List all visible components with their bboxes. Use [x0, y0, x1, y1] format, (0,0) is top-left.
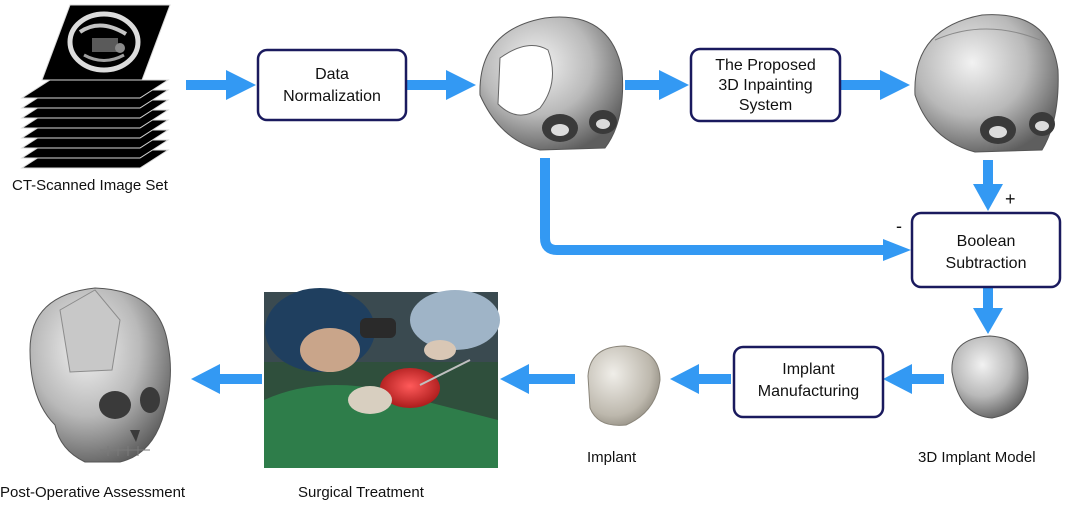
manufacturing-line-2: Manufacturing	[758, 383, 859, 400]
implant-model-label: 3D Implant Model	[918, 449, 1036, 466]
arrow-implant-to-surgery	[500, 364, 575, 394]
restored-skull	[914, 14, 1059, 153]
plus-sign: +	[1005, 189, 1016, 209]
defective-skull	[479, 16, 624, 151]
implant-patch	[59, 289, 121, 373]
skull-defect-hole	[497, 45, 553, 116]
inpainting-line-1: The Proposed	[715, 57, 816, 74]
post-op-label: Post-Operative Assessment	[0, 484, 186, 501]
ct-slices	[20, 79, 170, 169]
ct-scans-label: CT-Scanned Image Set	[12, 177, 169, 194]
ct-image-stack	[20, 4, 171, 169]
arrow-surgery-to-postop	[191, 364, 262, 394]
normalization-line-2: Normalization	[283, 88, 381, 105]
arrow-normalization-to-skull	[406, 70, 476, 100]
ct-top-slice	[41, 4, 171, 81]
normalization-line-1: Data	[315, 66, 349, 83]
manufacturing-line-1: Implant	[782, 361, 835, 378]
implant-manufacturing-box: Implant Manufacturing	[732, 345, 885, 419]
arrow-restored-to-boolean	[973, 160, 1003, 211]
boolean-line-2: Subtraction	[946, 255, 1027, 272]
arrow-boolean-to-model	[973, 287, 1003, 334]
inpainting-line-3: System	[739, 97, 792, 114]
surgery-photo	[264, 288, 500, 468]
post-op-skull	[29, 287, 171, 463]
teeth	[100, 446, 150, 456]
physical-implant	[587, 345, 661, 426]
minus-sign: -	[896, 216, 902, 236]
boolean-subtraction-box: Boolean Subtraction	[910, 211, 1062, 289]
flow-arrows	[186, 70, 1003, 394]
arrow-manufacturing-to-implant	[670, 364, 731, 394]
implant-model-render	[951, 335, 1029, 419]
data-normalization-box: Data Normalization	[256, 48, 408, 122]
inpainting-line-2: 3D Inpainting	[718, 77, 812, 94]
inpainting-system-box: The Proposed 3D Inpainting System	[689, 47, 842, 123]
arrow-model-to-manufacturing	[883, 364, 944, 394]
arrow-inpainting-to-restored	[840, 70, 910, 100]
implant-label: Implant	[587, 449, 637, 466]
arrow-skull-to-boolean	[540, 158, 911, 261]
arrow-skull-to-inpainting	[625, 70, 689, 100]
arrow-ct-to-normalization	[186, 70, 256, 100]
surgical-treatment-label: Surgical Treatment	[298, 484, 425, 501]
boolean-line-1: Boolean	[957, 233, 1016, 250]
